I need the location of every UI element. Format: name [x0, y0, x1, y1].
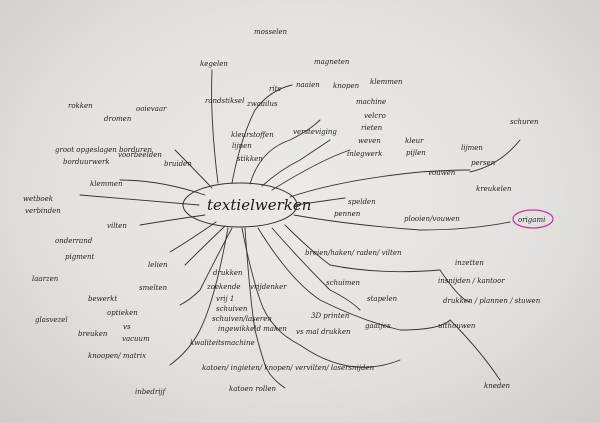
node-katoen-ingieten: katoen/ ingieten/ knopen/ vervilten/ las…: [202, 364, 375, 372]
node-naaien: naaien: [296, 81, 320, 89]
node-schuiven-1: schuiven: [216, 305, 248, 313]
node-gaatjes: gaatjes: [365, 322, 391, 330]
node-persen: persen: [471, 159, 496, 167]
node-optieken: optieken: [107, 309, 138, 317]
node-knopen: knopen: [333, 82, 360, 90]
node-glasvezel: glasvezel: [35, 316, 68, 324]
node-machine: machine: [356, 98, 386, 106]
origami-highlight: [512, 209, 554, 229]
node-magneten: magneten: [314, 58, 350, 66]
node-knopen-matrix: knoopen/ matrix: [88, 352, 146, 360]
node-schuimen: schuimen: [326, 279, 361, 287]
node-inlegwerk: inlegwerk: [347, 150, 382, 158]
node-vs-mal-drukken: vs mal drukken: [296, 328, 351, 336]
node-pijlen: pijlen: [406, 149, 426, 157]
node-bewerkt: bewerkt: [88, 295, 117, 303]
node-weven: weven: [358, 137, 381, 145]
node-origami: origami: [518, 216, 545, 224]
node-breuken: breuken: [78, 330, 108, 338]
node-insnijden-kantoor: insnijden / kantoor: [438, 277, 505, 285]
node-versteviging: versteviging: [293, 128, 337, 136]
node-dromen: dromen: [104, 115, 132, 123]
node-schuiven-laseren: schuiven/laseren: [212, 315, 272, 323]
node-breien-haken: breien/haken/ raden/ vilten: [305, 249, 402, 257]
node-vrij-1: vrij 1: [216, 295, 234, 303]
node-vrijdenker: vrijdenker: [250, 283, 287, 291]
node-klemmen: klemmen: [370, 78, 403, 86]
node-velcro: velcro: [364, 112, 386, 120]
node-smelten: smelten: [139, 284, 168, 292]
node-uithouwen: uithouwen: [438, 322, 476, 330]
node-schuren: schuren: [510, 118, 539, 126]
node-onderrand: onderrand: [55, 237, 93, 245]
node-vacuum: vacuum: [122, 335, 150, 343]
center-label: textielwerken: [207, 196, 311, 214]
node-ingewikkeld-maken: ingewikkeld maken: [218, 325, 287, 333]
node-katoen-rollen: katoen rollen: [229, 385, 276, 393]
node-3d-printen: 3D printen: [311, 312, 350, 320]
node-plooien-vouwen: plooien/vouwen: [404, 215, 460, 223]
node-zoekende: zoekende: [206, 283, 241, 291]
node-spelden: spelden: [348, 198, 376, 206]
node-bruiden: bruiden: [164, 160, 192, 168]
node-laarzen: laarzen: [32, 275, 59, 283]
node-drukken-plannen: drukken / plannen / stuwen: [443, 297, 541, 305]
node-wetboek: wetboek: [23, 195, 53, 203]
node-kleurstoffen: kleurstoffen: [231, 131, 274, 139]
node-pigment: pigment: [65, 253, 94, 261]
node-lijmen: lijmen: [461, 144, 483, 152]
node-kneden: kneden: [484, 382, 511, 390]
node-inbedrijf: inbedrijf: [135, 388, 167, 396]
node-stapelen: stapelen: [367, 295, 398, 303]
node-verbinden: verbinden: [25, 207, 61, 215]
node-kreukelen: kreukelen: [476, 185, 512, 193]
node-rits: rits: [269, 85, 281, 93]
node-zwaailus: zwaailus: [246, 100, 278, 108]
node-stikken: stikken: [237, 155, 263, 163]
node-ooievaar: ooievaar: [136, 105, 167, 113]
node-rokken: rokken: [68, 102, 93, 110]
node-randstiksel: randstiksel: [205, 97, 244, 105]
node-kegelen: kegelen: [200, 60, 228, 68]
node-borduurwerk: borduurwerk: [63, 158, 110, 166]
node-kwaliteitsmachine: kwaliteitsmachine: [190, 339, 255, 347]
node-inzetten: inzetten: [455, 259, 484, 267]
node-vs: vs: [123, 323, 131, 331]
node-kleur: kleur: [405, 137, 424, 145]
node-lelien: lelien: [148, 261, 168, 269]
node-pennen: pennen: [334, 210, 361, 218]
node-vouwen: vouwen: [428, 169, 456, 177]
node-drukken: drukken: [213, 269, 243, 277]
branches: [79, 69, 521, 389]
node-klemmen2: klemmen: [90, 180, 123, 188]
node-voorbeelden: voorbeelden: [118, 151, 162, 159]
node-rieten: rieten: [361, 124, 383, 132]
node-mosselen: mosselen: [254, 28, 288, 36]
node-groot-opgeslagen-borduren: groot opgeslagen borduren: [55, 146, 152, 154]
node-lijnen: lijnen: [232, 142, 252, 150]
node-vilten: vilten: [107, 222, 127, 230]
